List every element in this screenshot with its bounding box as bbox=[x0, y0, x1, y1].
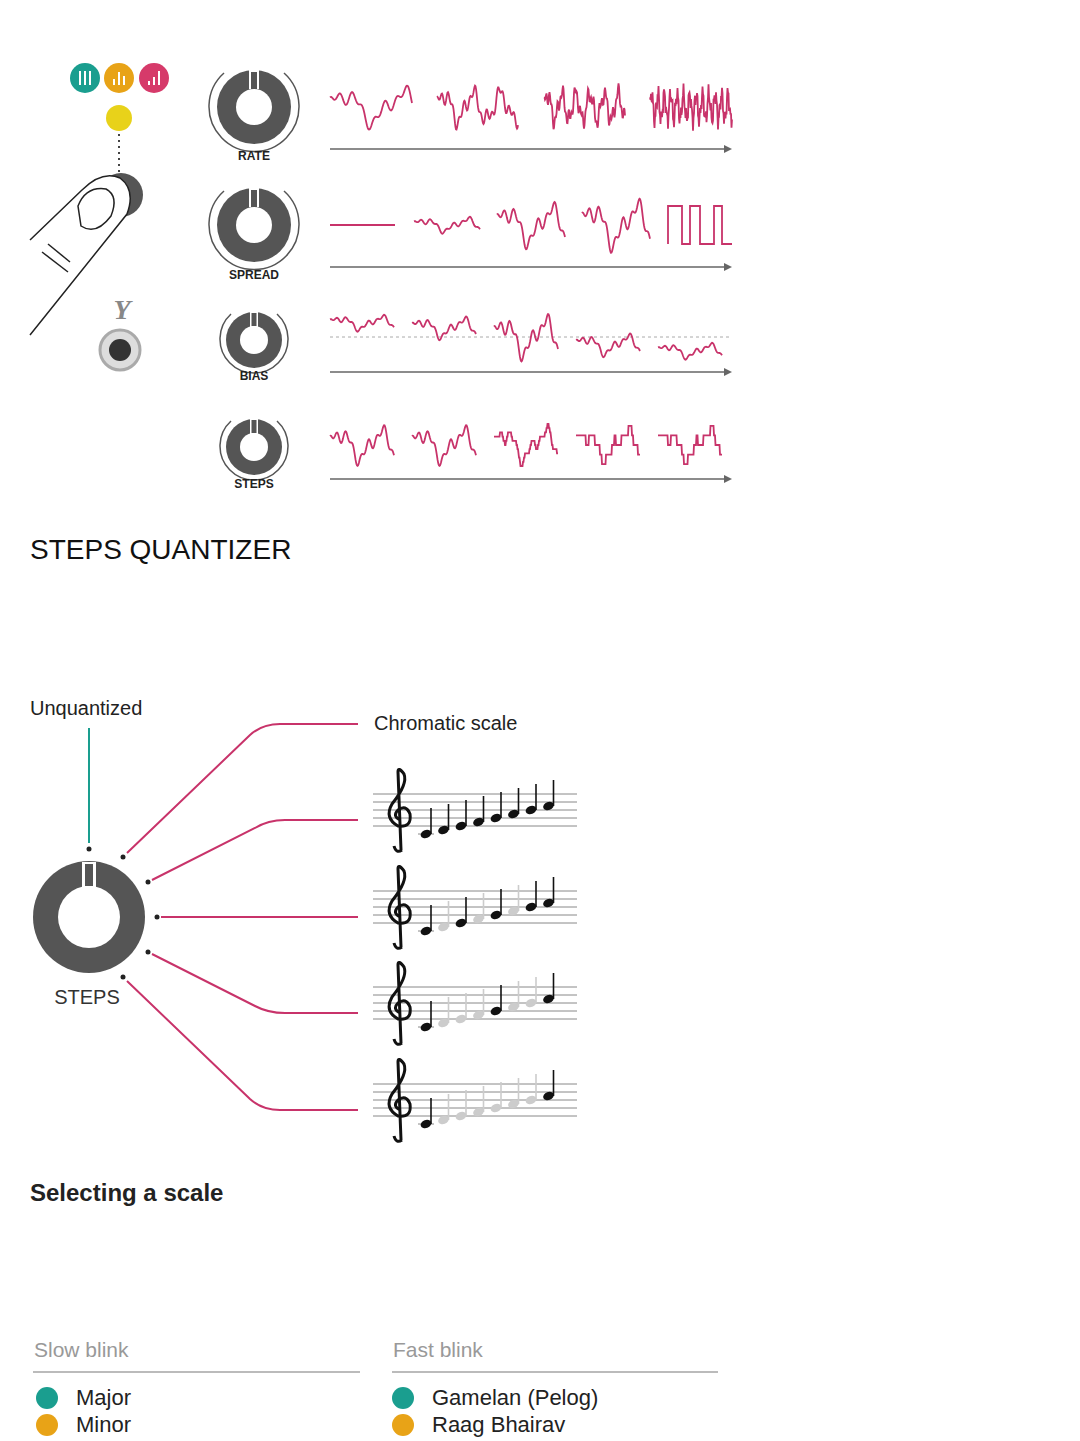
annotation: Unquantized bbox=[30, 697, 142, 720]
waveforms bbox=[330, 83, 732, 466]
mode-icon bbox=[70, 63, 100, 93]
staves bbox=[373, 769, 577, 1141]
legend-text: Raag Bhairav bbox=[432, 1412, 565, 1437]
legend-heading: Fast blink bbox=[393, 1338, 483, 1362]
legend-swatch bbox=[36, 1387, 58, 1409]
section-title: STEPS QUANTIZER bbox=[30, 534, 291, 566]
leader-line bbox=[88, 728, 90, 843]
mode-icon bbox=[104, 63, 134, 93]
legend-swatch bbox=[392, 1387, 414, 1409]
steps-knob bbox=[33, 861, 145, 973]
subheading: Selecting a scale bbox=[30, 1179, 223, 1207]
annotation: Chromatic scale bbox=[374, 712, 517, 735]
axis-arrow bbox=[330, 149, 726, 479]
leader-line bbox=[127, 724, 358, 1110]
legend-text: Major bbox=[76, 1385, 131, 1410]
legend-rule bbox=[33, 1371, 360, 1373]
knob bbox=[220, 312, 288, 373]
knob-label: RATE bbox=[238, 150, 270, 164]
jack bbox=[100, 330, 140, 370]
legend-text: Minor bbox=[76, 1412, 131, 1437]
legend-swatch bbox=[36, 1414, 58, 1436]
knob-label: SPREAD bbox=[229, 269, 279, 283]
legend-rule bbox=[392, 1371, 718, 1373]
knob-label: STEPS bbox=[234, 478, 273, 492]
knob-label: STEPS bbox=[54, 986, 120, 1009]
knob bbox=[220, 419, 288, 480]
legend-swatch bbox=[392, 1414, 414, 1436]
finger bbox=[30, 176, 130, 335]
mode-icon bbox=[139, 63, 169, 93]
legend-heading: Slow blink bbox=[34, 1338, 129, 1362]
legend-text: Gamelan (Pelog) bbox=[432, 1385, 598, 1410]
knob-label: BIAS bbox=[240, 370, 269, 384]
dotted-leader bbox=[118, 134, 120, 172]
jack-label: Y bbox=[113, 294, 130, 326]
led bbox=[106, 105, 132, 131]
knob bbox=[209, 70, 299, 152]
knob bbox=[209, 188, 299, 270]
